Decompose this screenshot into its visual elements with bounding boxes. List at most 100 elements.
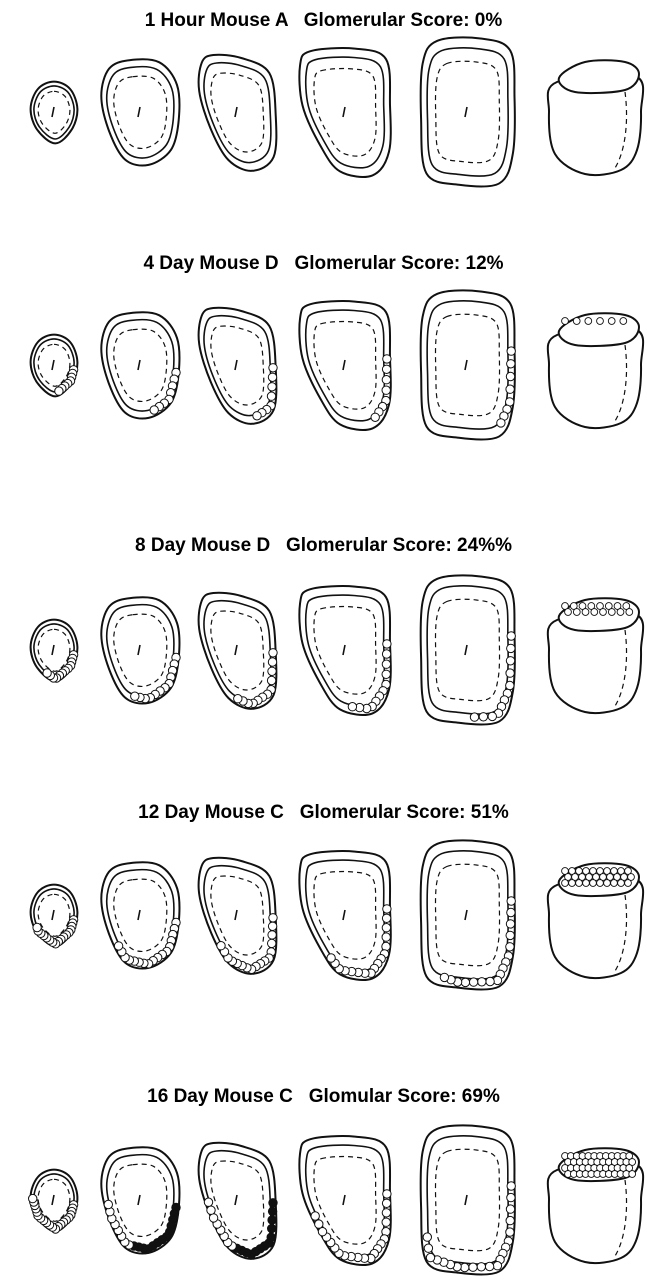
panel-3-capsule-cell bbox=[591, 609, 598, 616]
panel-5-section-3 bbox=[199, 1143, 278, 1259]
panel-5-section-2-cell bbox=[104, 1200, 112, 1208]
panel-3-section-4-cell bbox=[382, 650, 390, 658]
panel-5-section-4-cell bbox=[382, 1218, 390, 1226]
panel-5-section-5-cell bbox=[469, 1263, 477, 1271]
panel-3-capsule-cell bbox=[565, 609, 572, 616]
panel-2-capsule-cell bbox=[573, 318, 580, 325]
panel-2-section-4-cell bbox=[383, 355, 391, 363]
panel-4-section-4-cell bbox=[382, 933, 390, 941]
panel-5-section-5-cell bbox=[507, 1193, 515, 1201]
panel-1-section-5-outer-wall bbox=[421, 37, 515, 186]
panel-1-section-4 bbox=[299, 48, 390, 177]
panel-3-section-3-cell bbox=[268, 667, 276, 675]
panel-5-section-3-cell bbox=[268, 1216, 276, 1224]
panel-2-section-2-cell bbox=[150, 406, 158, 414]
panel-5-section-1-cell bbox=[29, 1194, 37, 1202]
panel-4-capsule bbox=[548, 863, 643, 978]
panel-4-capsule-cell bbox=[576, 880, 583, 887]
panel-2-section-3-cell bbox=[269, 364, 277, 372]
panel-3-capsule-cell bbox=[582, 609, 589, 616]
panel-3-capsule-cell bbox=[573, 609, 580, 616]
panel-5-section-3-cell bbox=[209, 1214, 217, 1222]
panel-3-section-1 bbox=[31, 620, 78, 683]
panel-3-capsule bbox=[548, 598, 643, 713]
panel-4-section-4-cell bbox=[382, 924, 390, 932]
panel-3-section-4-cell bbox=[382, 660, 390, 668]
panel-1-section-3-outer-wall bbox=[199, 55, 277, 171]
panel-2-section-5-cell bbox=[507, 347, 515, 355]
panel-3-section-3-cell bbox=[234, 695, 242, 703]
panel-3-section-5-cell bbox=[506, 669, 514, 677]
panel-3-section-5-cell bbox=[488, 712, 496, 720]
panel-1-capsule bbox=[548, 60, 643, 175]
panel-2-capsule-cell bbox=[562, 318, 569, 325]
panel-5-section-5-cell bbox=[485, 1262, 493, 1270]
panel-4-section-3-cell bbox=[268, 931, 276, 939]
panel-2-section-4 bbox=[299, 301, 391, 430]
panel-4-section-5-cell bbox=[506, 920, 514, 928]
panel-1-section-1 bbox=[31, 82, 78, 144]
panel-3-section-5-cell bbox=[479, 713, 487, 721]
panel-2-section-4-cell bbox=[382, 365, 390, 373]
panel-5-section-3-cell bbox=[268, 1207, 276, 1215]
panel-4-section-4-cell bbox=[327, 954, 335, 962]
panel-5-section-5-cell bbox=[426, 1253, 434, 1261]
panel-2-capsule-cell bbox=[620, 318, 627, 325]
panel-2-section-5-cell bbox=[507, 360, 515, 368]
panel-2-section-5-cell bbox=[497, 419, 505, 427]
panel-4-section-2 bbox=[101, 862, 180, 968]
panel-4-section-5-cell bbox=[461, 978, 469, 986]
panel-3-section-2-cell bbox=[131, 692, 139, 700]
panel-1-section-2 bbox=[101, 59, 179, 165]
panel-5-section-4-cell bbox=[318, 1228, 326, 1236]
panel-4-capsule-cell bbox=[625, 880, 632, 887]
panel-5-section-5-cell bbox=[507, 1182, 515, 1190]
panel-1-section-5 bbox=[421, 37, 515, 186]
panel-5-section-4-cell bbox=[383, 1190, 391, 1198]
panel-2-section-1-cell bbox=[55, 387, 63, 395]
panel-5-section-5-cell bbox=[461, 1263, 469, 1271]
panel-3-capsule-cell bbox=[600, 609, 607, 616]
panel-5-section-3-cell bbox=[269, 1199, 277, 1207]
panel-5-section-5 bbox=[421, 1125, 516, 1274]
panel-5-section-4-cell bbox=[311, 1212, 319, 1220]
panel-2-capsule-cell bbox=[585, 318, 592, 325]
panel-1-capsule-cut-face bbox=[559, 60, 639, 93]
panel-5-section-3-cell bbox=[204, 1198, 212, 1206]
panel-3-section-5 bbox=[421, 575, 516, 724]
panel-5-section-5-cell bbox=[493, 1262, 501, 1270]
panel-4-section-5-cell bbox=[469, 978, 477, 986]
panel-4-capsule-cell bbox=[618, 880, 625, 887]
panel-4-section-3 bbox=[199, 858, 278, 974]
panel-5-section-4 bbox=[299, 1136, 391, 1265]
panel-3-section-5-cell bbox=[470, 713, 478, 721]
panel-4-section-5-cell bbox=[478, 978, 486, 986]
panel-4-section-3-cell bbox=[269, 914, 277, 922]
panel-5-section-4-cell bbox=[315, 1220, 323, 1228]
panel-5-section-5-cell bbox=[477, 1263, 485, 1271]
panel-5-section-5-cell bbox=[424, 1244, 432, 1252]
panel-4-section-4-cell bbox=[383, 905, 391, 913]
panel-3-section-5-cell bbox=[506, 681, 514, 689]
panel-1-section-4-outer-wall bbox=[299, 48, 390, 177]
panel-3-section-5-cell bbox=[506, 657, 514, 665]
panel-4-capsule-cell bbox=[562, 880, 569, 887]
panel-3-section-3-cell bbox=[268, 658, 276, 666]
panel-2-section-5-cell bbox=[506, 385, 514, 393]
panel-4-section-5-cell bbox=[506, 931, 514, 939]
panel-3-section-4-cell bbox=[348, 703, 356, 711]
panel-4-section-4 bbox=[299, 851, 391, 980]
panel-3-section-3-cell bbox=[267, 676, 275, 684]
panel-4-section-3-cell bbox=[217, 942, 225, 950]
panel-4-capsule-cell bbox=[569, 880, 576, 887]
panel-2-section-3-cell bbox=[268, 373, 276, 381]
panel-4-section-5-cell bbox=[507, 897, 515, 905]
panel-4-section-5-cell bbox=[440, 973, 448, 981]
panel-4-capsule-cell bbox=[604, 880, 611, 887]
panel-4-section-3-cell bbox=[268, 939, 276, 947]
panel-3-section-4 bbox=[299, 586, 391, 715]
panel-4-section-5-cell bbox=[486, 977, 494, 985]
panel-4-section-4-cell bbox=[382, 914, 390, 922]
